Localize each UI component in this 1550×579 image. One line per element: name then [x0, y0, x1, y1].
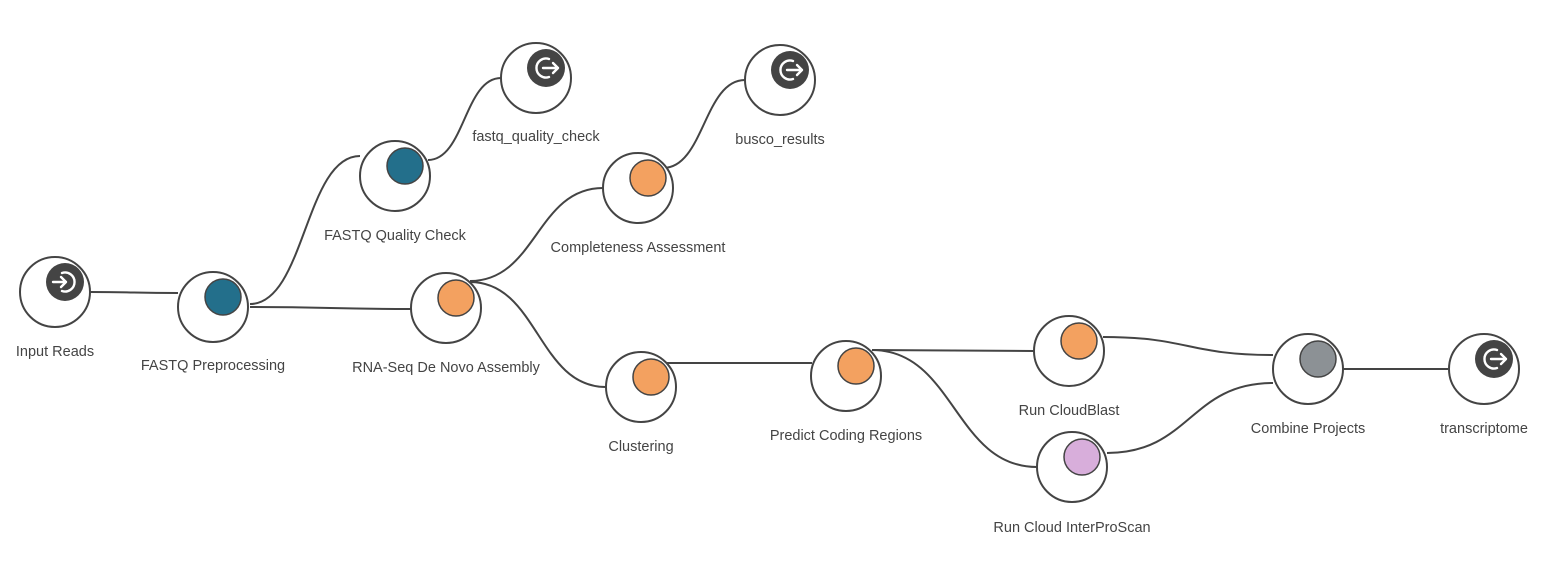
edge-input-reads-to-fastq-preprocessing	[89, 291, 179, 294]
workflow-edges	[89, 77, 1448, 468]
node-predict-coding[interactable]: Predict Coding Regions	[770, 340, 922, 444]
log-out-icon	[527, 49, 565, 87]
node-run-interproscan[interactable]: Run Cloud InterProScan	[993, 431, 1151, 536]
edge-completeness-to-busco-results	[662, 79, 746, 169]
node-label: Completeness Assessment	[551, 240, 726, 256]
node-fastq-quality-check-out[interactable]: fastq_quality_check	[472, 42, 600, 145]
node-label: FASTQ Preprocessing	[141, 358, 285, 374]
node-label: Combine Projects	[1251, 421, 1365, 437]
node-busco-results[interactable]: busco_results	[735, 44, 825, 148]
process-dot-icon	[1063, 438, 1101, 476]
node-transcriptome[interactable]: transcriptome	[1440, 333, 1528, 437]
node-combine-projects[interactable]: Combine Projects	[1251, 333, 1365, 437]
node-label: Run CloudBlast	[1019, 403, 1120, 419]
node-label: busco_results	[735, 132, 824, 148]
log-in-icon	[46, 263, 84, 301]
edge-run-interproscan-to-combine-projects	[1106, 382, 1274, 454]
node-input-reads[interactable]: Input Reads	[16, 256, 94, 360]
node-completeness[interactable]: Completeness Assessment	[551, 152, 726, 256]
node-fastq-preprocessing[interactable]: FASTQ Preprocessing	[141, 271, 285, 374]
process-dot-icon	[629, 159, 667, 197]
node-label: fastq_quality_check	[472, 129, 600, 145]
edge-predict-coding-to-run-cloudblast	[871, 349, 1035, 352]
node-label: RNA-Seq De Novo Assembly	[352, 360, 541, 376]
process-dot-icon	[1299, 340, 1337, 378]
process-dot-icon	[386, 147, 424, 185]
process-dot-icon	[1060, 322, 1098, 360]
edge-fastq-quality-check-to-fastq-quality-check-out	[427, 77, 502, 161]
node-rnaseq-assembly[interactable]: RNA-Seq De Novo Assembly	[352, 272, 541, 376]
process-dot-icon	[837, 347, 875, 385]
process-dot-icon	[632, 358, 670, 396]
edge-fastq-preprocessing-to-fastq-quality-check	[249, 155, 361, 305]
node-label: Predict Coding Regions	[770, 428, 922, 444]
node-label: FASTQ Quality Check	[324, 228, 467, 244]
node-label: Input Reads	[16, 344, 94, 360]
node-fastq-quality-check[interactable]: FASTQ Quality Check	[324, 140, 467, 244]
log-out-icon	[771, 51, 809, 89]
process-dot-icon	[204, 278, 242, 316]
process-dot-icon	[437, 279, 475, 317]
edge-rnaseq-assembly-to-completeness	[469, 187, 604, 282]
edge-predict-coding-to-run-interproscan	[871, 349, 1038, 468]
edge-fastq-preprocessing-to-rnaseq-assembly	[249, 306, 412, 310]
node-label: Clustering	[608, 439, 673, 455]
edge-run-cloudblast-to-combine-projects	[1102, 336, 1274, 356]
node-run-cloudblast[interactable]: Run CloudBlast	[1019, 315, 1120, 419]
log-out-icon	[1475, 340, 1513, 378]
node-label: Run Cloud InterProScan	[993, 520, 1150, 536]
node-clustering[interactable]: Clustering	[605, 351, 677, 455]
node-label: transcriptome	[1440, 421, 1528, 437]
edge-rnaseq-assembly-to-clustering	[469, 281, 607, 388]
